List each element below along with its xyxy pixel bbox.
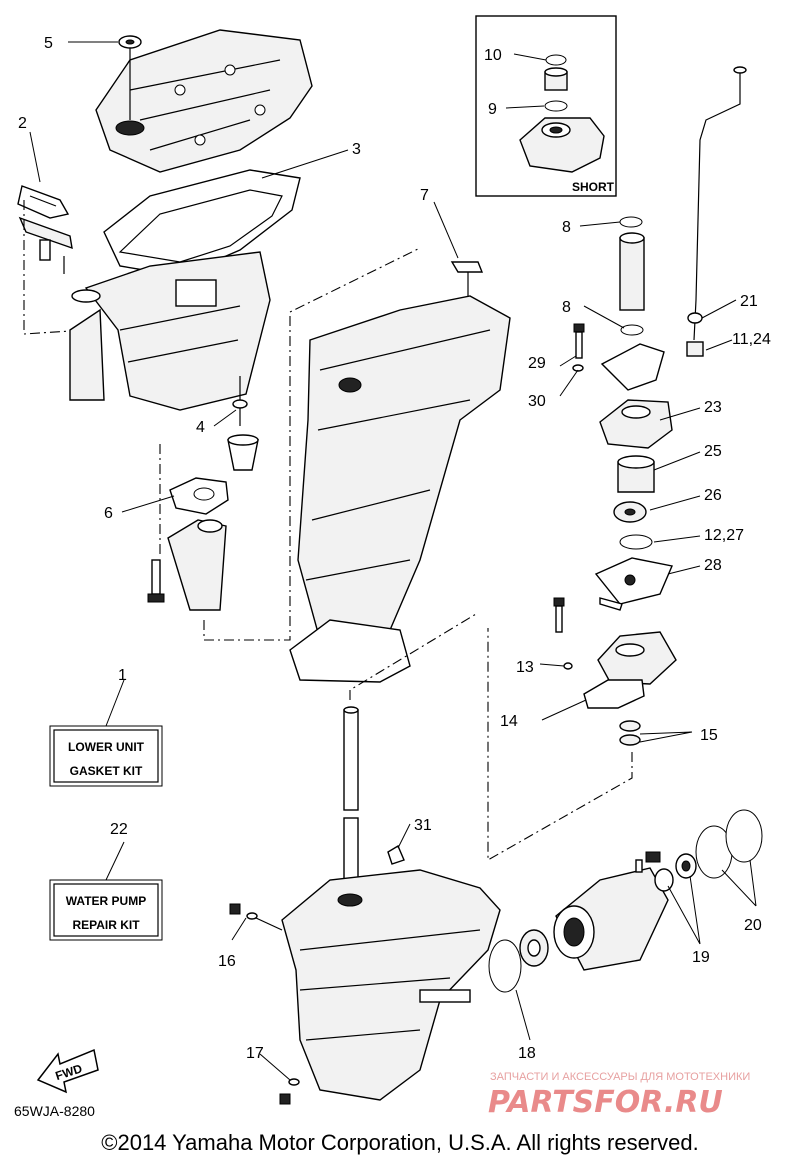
part-26-impeller: [613, 501, 647, 523]
water-pump-line2: REPAIR KIT: [72, 918, 140, 932]
callout-16: 16: [218, 953, 236, 970]
callout-17: 17: [246, 1045, 264, 1062]
callout-22: 22: [110, 821, 128, 838]
callout-30: 30: [528, 393, 546, 410]
part-pump-base: [597, 631, 677, 685]
water-pump-repair-kit-box: WATER PUMP REPAIR KIT: [49, 879, 163, 941]
callout-13: 13: [516, 659, 534, 676]
part-pump-plate: [600, 343, 665, 391]
part-exhaust-guide: [84, 251, 271, 411]
callout-15: 15: [700, 727, 718, 744]
part-9-oring: [544, 100, 568, 112]
part-30-washer: [572, 364, 584, 372]
callout-25: 25: [704, 443, 722, 460]
callout-21: 21: [740, 293, 758, 310]
part-short-seal: [544, 67, 568, 91]
water-pump-line1: WATER PUMP: [66, 894, 146, 908]
callout-2: 2: [18, 115, 27, 132]
callout-19: 19: [692, 949, 710, 966]
part-23-pump-housing: [599, 399, 673, 449]
part-drive-shaft: [343, 706, 359, 903]
part-13-pin: [563, 662, 573, 670]
watermark-brand: PARTSFOR.RU: [488, 1085, 723, 1120]
part-bolt-pump: [553, 597, 565, 633]
part-water-tube: [619, 232, 645, 311]
lower-unit-line2: GASKET KIT: [70, 764, 143, 778]
callout-8b: 8: [562, 299, 571, 316]
part-prop-shaft-housing: [553, 867, 669, 971]
part-14-gasket: [583, 679, 645, 709]
callout-28: 28: [704, 557, 722, 574]
part-guide-bracket: [18, 216, 73, 274]
part-12-27-gasket: [619, 534, 653, 550]
part-short-housing: [519, 117, 605, 173]
callout-1: 1: [118, 667, 127, 684]
part-18-oring: [488, 939, 522, 993]
callout-3: 3: [352, 141, 361, 158]
lower-unit-line1: LOWER UNIT: [68, 740, 145, 754]
callout-11-24: 11,24: [732, 331, 771, 348]
callout-4: 4: [196, 419, 205, 436]
part-upper-casing: [289, 295, 511, 683]
part-31-key: [387, 844, 405, 865]
part-bolt-housing: [635, 851, 661, 873]
part-4-grommet: [232, 399, 248, 409]
part-11-24-seal: [686, 341, 704, 357]
part-water-pipe: [693, 66, 747, 341]
part-10-oring: [545, 54, 567, 66]
short-label: SHORT: [572, 180, 615, 194]
part-spacer: [227, 434, 259, 471]
part-lower-case: [281, 869, 501, 1101]
callout-26: 26: [704, 487, 722, 504]
watermark: ЗАПЧАСТИ И АКСЕССУАРЫ ДЛЯ МОТОТЕХНИКИ PA…: [488, 1071, 750, 1120]
part-8-oring-top: [619, 216, 643, 228]
callout-10: 10: [484, 47, 502, 64]
watermark-tagline: ЗАПЧАСТИ И АКСЕССУАРЫ ДЛЯ МОТОТЕХНИКИ: [490, 1071, 750, 1083]
part-20-oring: [695, 809, 763, 879]
part-29-bolt: [573, 323, 585, 359]
leader-lines: [29, 41, 757, 1081]
callout-31: 31: [414, 817, 432, 834]
part-21-grommet: [687, 312, 703, 324]
part-19-washer: [654, 853, 697, 892]
part-8-oring-bottom: [620, 324, 644, 336]
callout-12-27: 12,27: [704, 527, 744, 544]
callout-5: 5: [44, 35, 53, 52]
part-15-oil-seal: [619, 720, 641, 746]
part-25-insert-cartridge: [617, 455, 655, 493]
callout-14: 14: [500, 713, 518, 730]
part-exhaust-pipe-left: [69, 289, 105, 401]
part-dowel-pin: [599, 597, 623, 611]
part-2-gasket: [17, 185, 70, 219]
part-28-outer-plate: [594, 557, 673, 605]
part-bearing: [519, 929, 549, 967]
callout-9: 9: [488, 101, 497, 118]
callout-29: 29: [528, 355, 546, 372]
part-lower-exhaust-pipe: [167, 519, 227, 611]
part-6-gasket: [169, 477, 229, 515]
callout-20: 20: [744, 917, 762, 934]
part-7-clip: [450, 261, 484, 273]
short-inset: SHORT: [475, 15, 617, 197]
part-17-drain-plug: [279, 1078, 300, 1105]
part-bolt-left: [147, 559, 165, 603]
copyright-notice: ©2014 Yamaha Motor Corporation, U.S.A. A…: [101, 1130, 698, 1155]
part-engine-mount-plate: [95, 29, 313, 173]
callout-labels: 5 2 3 7 4 6 1 22 10 9 8 8 21 11,24 29 30…: [18, 35, 771, 1062]
diagram-code: 65WJA-8280: [14, 1103, 95, 1119]
callout-8a: 8: [562, 219, 571, 236]
fwd-arrow-icon: FWD: [36, 1048, 99, 1094]
callout-23: 23: [704, 399, 722, 416]
part-5-washer: [118, 35, 142, 49]
callout-7: 7: [420, 187, 429, 204]
callout-6: 6: [104, 505, 113, 522]
lower-unit-gasket-kit-box: LOWER UNIT GASKET KIT: [49, 725, 163, 787]
callout-18: 18: [518, 1045, 536, 1062]
part-16-plug: [229, 903, 258, 920]
